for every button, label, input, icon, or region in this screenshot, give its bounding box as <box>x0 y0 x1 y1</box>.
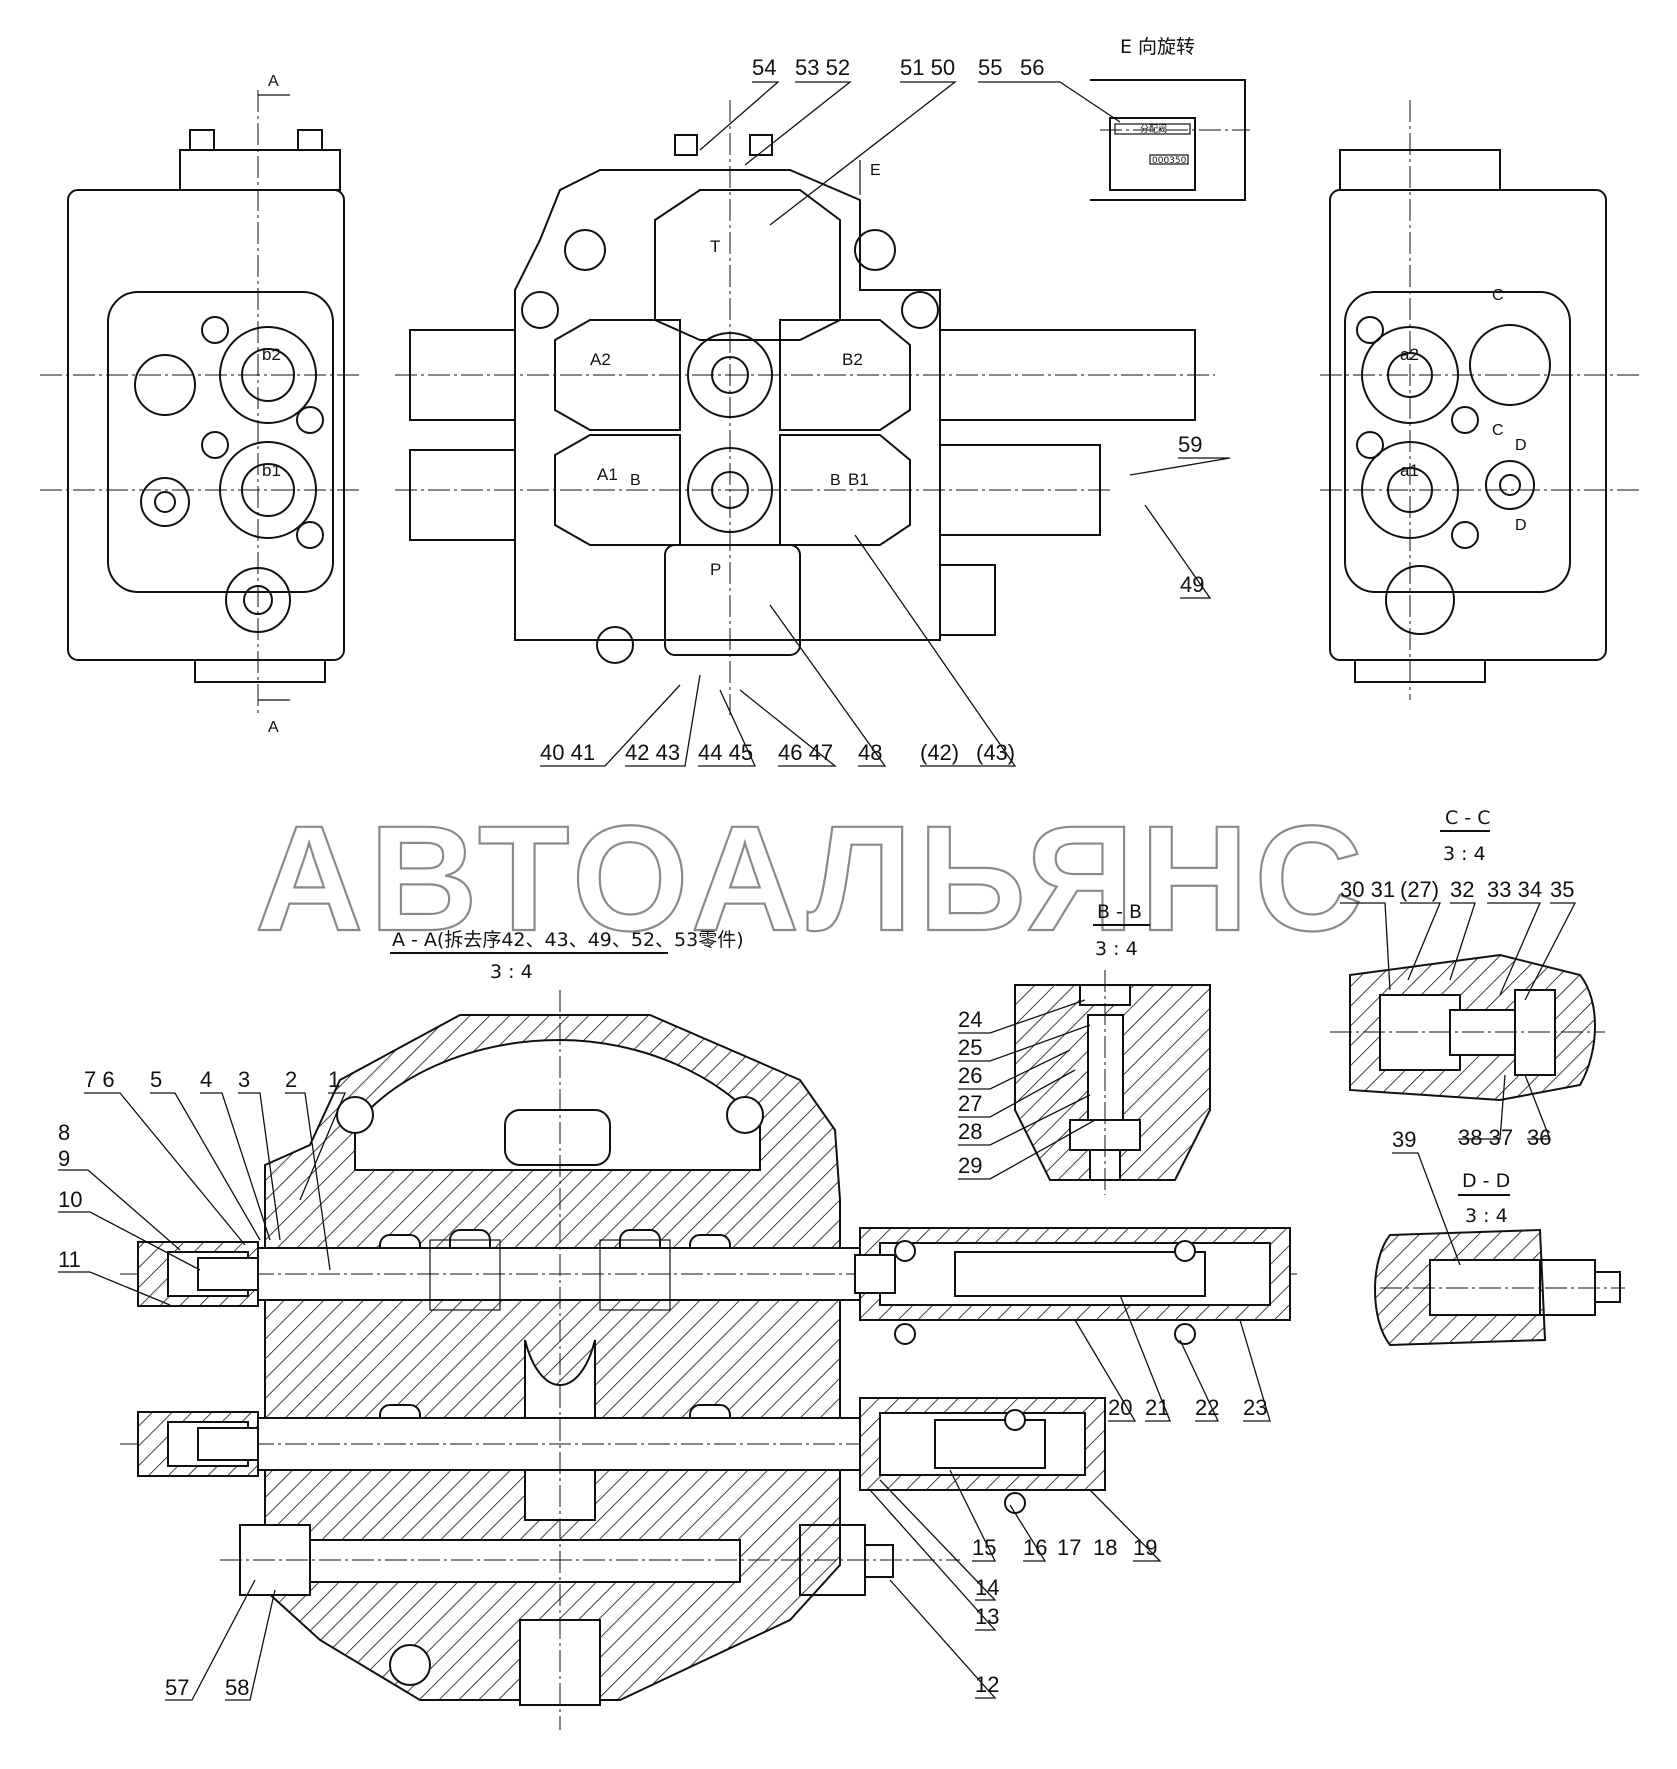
callout-19: 19 <box>1133 1535 1157 1560</box>
section-dd-title: D - D <box>1462 1170 1510 1192</box>
section-marker-d-top: D <box>1515 437 1527 454</box>
callout-27-paren: (27) <box>1400 877 1439 902</box>
callout-44-45: 44 45 <box>698 740 753 765</box>
callout-46-47: 46 47 <box>778 740 833 765</box>
section-cc: C - C 3 : 4 30 31 (27) 32 33 34 35 38 37… <box>1330 807 1605 1150</box>
port-b2-front: B2 <box>842 350 863 369</box>
callout-53-52: 53 52 <box>795 55 850 80</box>
callout-57: 57 <box>165 1675 189 1700</box>
callout-51-50: 51 50 <box>900 55 955 80</box>
e-view-title: E 向旋转 <box>1120 36 1195 58</box>
section-dd-scale: 3 : 4 <box>1465 1205 1508 1227</box>
port-b2: b2 <box>262 345 281 364</box>
section-marker-d-bottom: D <box>1515 517 1527 534</box>
section-marker-b-left: B <box>630 472 641 489</box>
section-aa-scale: 3 : 4 <box>490 961 533 983</box>
nameplate-title: 分配阀 <box>1140 124 1167 135</box>
callout-21: 21 <box>1145 1395 1169 1420</box>
callout-13: 13 <box>975 1604 999 1629</box>
callout-8: 8 <box>58 1120 70 1145</box>
callout-16: 16 <box>1023 1535 1047 1560</box>
callout-56: 56 <box>1020 55 1044 80</box>
callout-25: 25 <box>958 1035 982 1060</box>
callout-26: 26 <box>958 1063 982 1088</box>
section-marker-b-right: B <box>830 472 841 489</box>
callout-55: 55 <box>978 55 1002 80</box>
callout-27: 27 <box>958 1091 982 1116</box>
callout-20: 20 <box>1108 1395 1132 1420</box>
callout-9: 9 <box>58 1146 70 1171</box>
callout-17: 17 <box>1057 1535 1081 1560</box>
callout-35: 35 <box>1550 877 1574 902</box>
right-side-view: a2 a1 C C D D <box>1320 100 1640 700</box>
callout-42-43: 42 43 <box>625 740 680 765</box>
section-marker-c-bottom: C <box>1492 422 1504 439</box>
section-dd: D - D 3 : 4 39 <box>1374 1127 1625 1347</box>
port-b1-front: B1 <box>848 470 869 489</box>
port-a1-side: a1 <box>1400 461 1419 480</box>
callout-7-6: 7 6 <box>84 1067 115 1092</box>
callout-5: 5 <box>150 1067 162 1092</box>
callout-59: 59 <box>1178 432 1202 457</box>
callout-42-paren: (42) <box>920 740 959 765</box>
section-bb-scale: 3 : 4 <box>1095 938 1138 960</box>
section-marker-a-top: A <box>268 73 279 90</box>
port-a1: A1 <box>597 465 618 484</box>
bottom-callouts: 40 41 42 43 44 45 46 47 48 (42) (43) <box>540 534 1017 767</box>
callout-29: 29 <box>958 1153 982 1178</box>
callout-10: 10 <box>58 1187 82 1212</box>
callout-30-31: 30 31 <box>1340 877 1395 902</box>
callout-43-paren: (43) <box>976 740 1015 765</box>
port-t: T <box>710 237 720 256</box>
callout-12: 12 <box>975 1672 999 1697</box>
callout-39: 39 <box>1392 1127 1416 1152</box>
callout-48: 48 <box>858 740 882 765</box>
callout-54: 54 <box>752 55 776 80</box>
port-p: P <box>710 560 721 579</box>
callout-14: 14 <box>975 1575 999 1600</box>
section-marker-c-top: C <box>1492 287 1504 304</box>
section-cc-title: C - C <box>1445 807 1490 829</box>
section-aa-title: A - A(拆去序42、43、49、52、53零件) <box>392 929 744 951</box>
callout-4: 4 <box>200 1067 212 1092</box>
e-view-arrow: E <box>870 162 881 179</box>
section-aa: A - A(拆去序42、43、49、52、53零件) 3 : 4 <box>58 929 1300 1730</box>
port-a2-side: a2 <box>1400 345 1419 364</box>
callout-3: 3 <box>238 1067 250 1092</box>
left-side-view: A A b2 b1 <box>40 73 360 736</box>
callout-33-34: 33 34 <box>1487 877 1542 902</box>
e-view: 分配阀 000350 E 向旋转 <box>1090 36 1250 201</box>
callout-11: 11 <box>58 1247 81 1272</box>
callout-1: 1 <box>328 1067 340 1092</box>
callout-38-37: 38 37 <box>1458 1125 1513 1150</box>
section-bb-title: B - B <box>1097 901 1142 923</box>
callout-28: 28 <box>958 1119 982 1144</box>
front-view: E T A2 B2 A1 B1 P B B <box>395 100 1215 715</box>
callout-58: 58 <box>225 1675 249 1700</box>
callout-2: 2 <box>285 1067 297 1092</box>
port-a2: A2 <box>590 350 611 369</box>
callout-36: 36 <box>1527 1125 1551 1150</box>
callout-32: 32 <box>1450 877 1474 902</box>
section-marker-a-bottom: A <box>268 719 279 736</box>
port-b1: b1 <box>262 461 281 480</box>
watermark: АВТОАЛЬЯНС <box>255 794 1369 962</box>
callout-40-41: 40 41 <box>540 740 595 765</box>
section-bb: B - B 3 : 4 24 25 26 27 28 29 <box>958 901 1211 1195</box>
callout-24: 24 <box>958 1007 982 1032</box>
callout-18: 18 <box>1093 1535 1117 1560</box>
top-callouts: 54 53 52 51 50 55 56 59 49 <box>699 55 1231 599</box>
section-cc-scale: 3 : 4 <box>1443 843 1486 865</box>
nameplate-serial: 000350 <box>1152 156 1187 166</box>
